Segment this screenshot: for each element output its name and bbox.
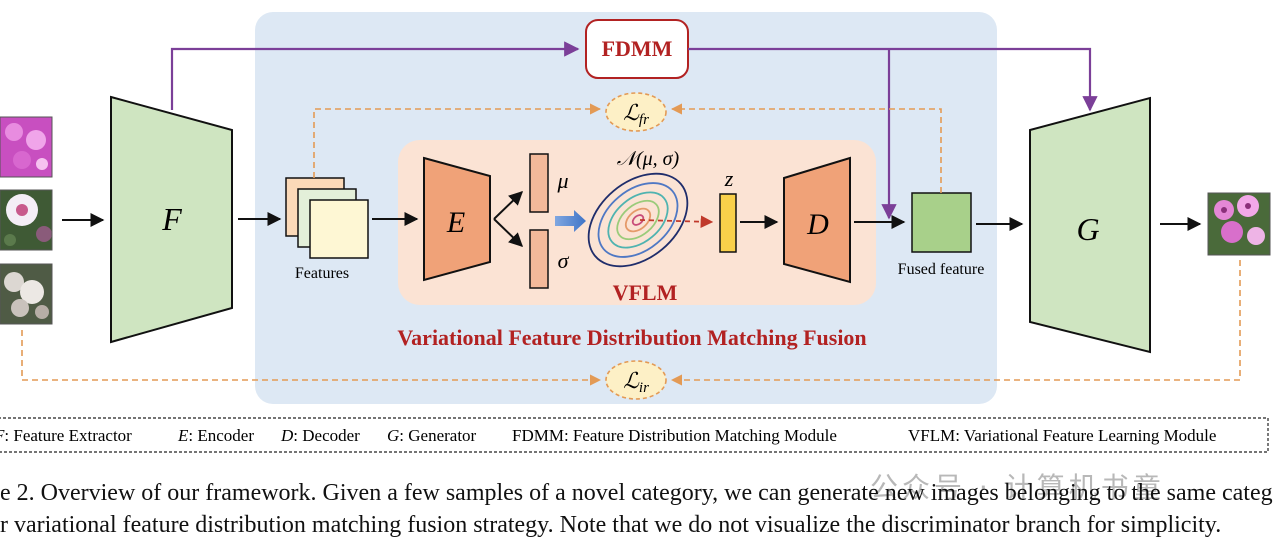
features-label: Features <box>295 265 349 282</box>
legend-row: F: Feature Extractor E: Encoder D: Decod… <box>0 426 1216 445</box>
loss-ir-base: ℒ <box>623 368 640 393</box>
generator-block <box>1029 96 1151 354</box>
caption-line-2: r variational feature distribution match… <box>0 512 1222 538</box>
legend-symbol-d: D <box>280 426 294 445</box>
fused-feature-box <box>911 192 972 253</box>
legend-symbol-f: F <box>0 426 5 445</box>
loss-ir-node <box>605 360 667 400</box>
loss-fr-sub: fr <box>639 112 649 128</box>
input-image-1 <box>0 116 53 178</box>
arrow-encoder-to-sigma <box>493 218 524 247</box>
distribution-label: 𝒩(μ, σ) <box>617 148 680 170</box>
extractor-block <box>110 95 233 344</box>
loss-fr-node <box>605 92 667 132</box>
gaussian-contours <box>587 172 689 268</box>
arrow-sample-to-z <box>639 215 714 228</box>
legend-text-fdmm: FDMM: Feature Distribution Matching Modu… <box>512 426 837 445</box>
legend-text-g: : Generator <box>399 426 476 445</box>
legend-symbol-g: G <box>387 426 399 445</box>
legend-box <box>0 417 1269 453</box>
sigma-bar <box>529 229 549 289</box>
encoder-label: E <box>446 206 465 239</box>
loss-ir-path-left <box>21 330 602 386</box>
loss-ir-label: ℒir <box>623 368 649 396</box>
features-stack <box>285 177 369 259</box>
mu-bar <box>529 153 549 213</box>
loss-fr-label: ℒfr <box>623 100 649 128</box>
generator-label: G <box>1076 211 1099 247</box>
legend-text-d: : Decoder <box>293 426 360 445</box>
loss-ir-sub: ir <box>639 380 649 396</box>
encoder-block <box>423 156 491 282</box>
caption-line-1: e 2. Overview of our framework. Given a … <box>0 480 1273 506</box>
fused-feature-label: Fused feature <box>898 261 985 278</box>
extractor-label: F <box>161 201 182 237</box>
input-image-3 <box>0 263 53 325</box>
fdmm-label: FDMM <box>602 36 673 61</box>
vflm-label: VFLM <box>613 280 678 305</box>
arrow-fdmm-to-generator <box>688 47 1098 112</box>
mu-label: μ <box>556 168 568 193</box>
vflm-panel <box>398 140 876 305</box>
watermark-text: 公众号 · 计算机书童 <box>870 471 1165 504</box>
decoder-block <box>783 156 851 284</box>
arrow-extractor-to-fdmm <box>170 41 580 110</box>
latent-label: z <box>724 166 734 191</box>
legend-text-e: : Encoder <box>188 426 254 445</box>
loss-fr-base: ℒ <box>623 100 640 125</box>
loss-fr-path-right <box>670 103 942 193</box>
fusion-title: Variational Feature Distribution Matchin… <box>397 325 866 350</box>
loss-fr-path-left <box>313 103 602 178</box>
sampling-arrow <box>555 210 586 232</box>
loss-ir-path-right <box>670 260 1241 386</box>
latent-bar <box>719 193 737 253</box>
legend-text-vflm: VFLM: Variational Feature Learning Modul… <box>908 426 1216 445</box>
sigma-label: σ <box>558 248 570 273</box>
legend-symbol-e: E <box>177 426 189 445</box>
arrow-encoder-to-mu <box>493 191 524 220</box>
decoder-label: D <box>806 208 829 241</box>
input-image-2 <box>0 189 53 251</box>
output-image <box>1207 192 1271 256</box>
legend-text-f: : Feature Extractor <box>4 426 132 445</box>
